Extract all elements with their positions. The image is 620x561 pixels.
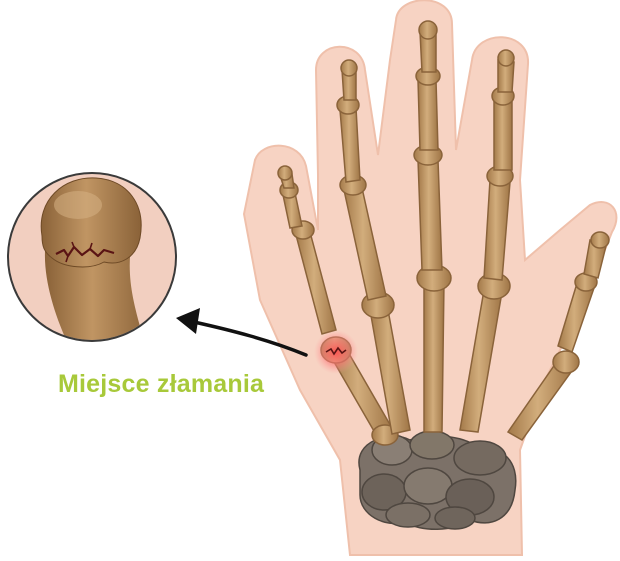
fracture-highlight (314, 330, 358, 374)
carpal-bones (359, 431, 516, 529)
zoom-circle (8, 173, 176, 360)
fracture-site-label: Miejsce złamania (58, 370, 264, 399)
